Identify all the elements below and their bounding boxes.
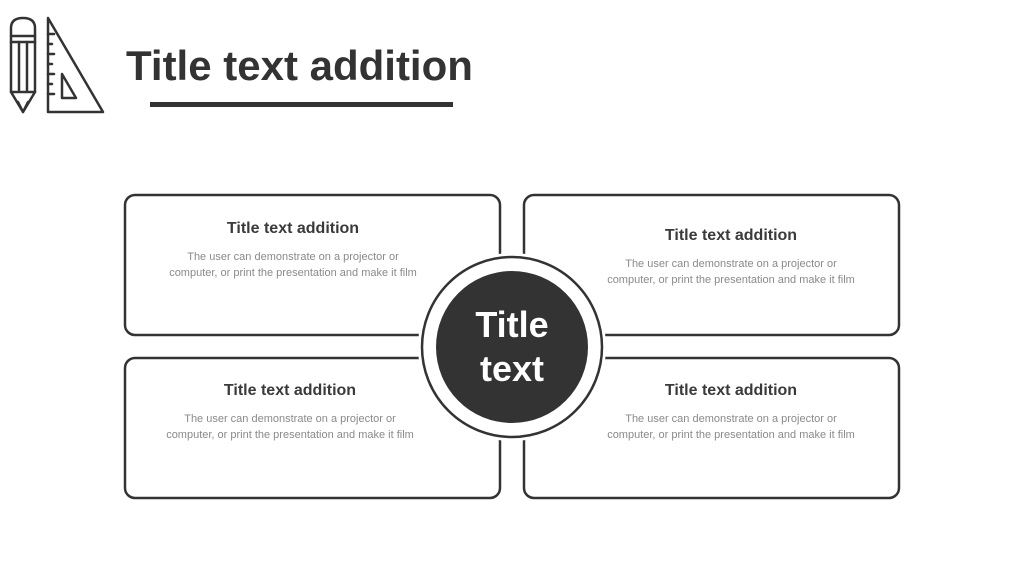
card-frame-top-right <box>522 193 901 337</box>
pencil-ruler-logo-icon <box>9 16 105 114</box>
card-bottom-right: Title text addition The user can demonst… <box>601 381 861 443</box>
card-title: Title text addition <box>664 227 798 244</box>
card-frame-bottom-left <box>123 356 502 500</box>
card-top-left: Title text addition The user can demonst… <box>163 219 423 281</box>
center-label: Title text <box>436 271 588 423</box>
card-body: The user can demonstrate on a projector … <box>607 258 855 286</box>
card-top-right: Title text addition The user can demonst… <box>601 226 861 288</box>
card-body: The user can demonstrate on a projector … <box>169 251 417 279</box>
card-title: Title text addition <box>226 220 360 237</box>
card-body: The user can demonstrate on a projector … <box>166 413 414 441</box>
card-body: The user can demonstrate on a projector … <box>607 413 855 441</box>
card-title: Title text addition <box>664 382 798 399</box>
page-title: Title text addition <box>126 42 473 89</box>
center-label-text: Title text <box>475 304 549 389</box>
card-frame-top-left <box>123 193 502 337</box>
card-frame-bottom-right <box>522 356 901 500</box>
title-underline <box>150 102 453 107</box>
card-title: Title text addition <box>223 382 357 399</box>
card-bottom-left: Title text addition The user can demonst… <box>160 381 420 443</box>
center-circle <box>436 271 588 423</box>
center-ring <box>420 255 604 439</box>
